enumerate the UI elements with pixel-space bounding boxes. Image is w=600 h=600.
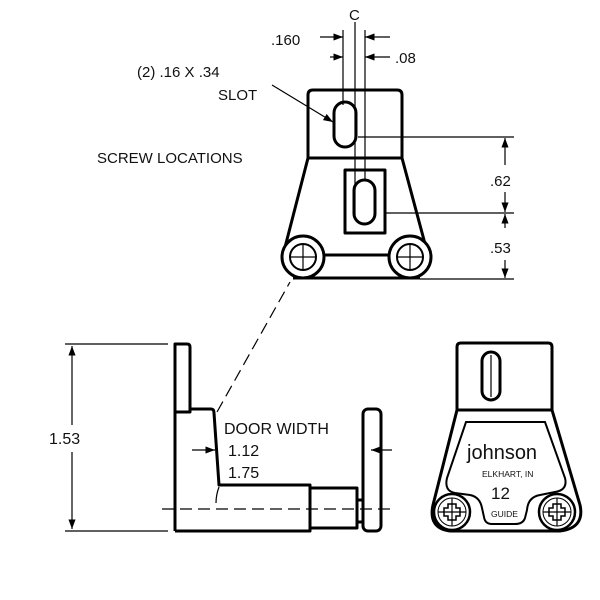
screw-locations-label: SCREW LOCATIONS [97,150,243,167]
centerline-label: C [349,7,360,24]
body [175,407,312,533]
fillet [215,486,220,504]
front-top-plate [455,341,554,410]
screw-left [280,234,326,280]
slot-leader [271,84,334,123]
door-width-2: 1.75 [228,465,259,482]
screw-pocket [343,168,387,235]
label-panel [445,421,567,525]
brand-logo: johnson [466,442,537,464]
slot-label: SLOT [218,87,257,104]
slot-upper [332,100,358,149]
dim-160: .160 [271,32,300,49]
guide-stem [308,486,359,530]
slot-lower [352,178,377,226]
top-view: C .160 .08 (2) .16 X .34 SLOT SCREW LOCA… [97,7,514,280]
dim-08: .08 [395,50,416,67]
phillips-screw-left [432,492,472,532]
front-view: johnson ELKHART, IN 12 GUIDE [430,341,583,533]
screw-right [387,234,433,280]
slot-note: (2) .16 X .34 [137,64,220,81]
door-width-label: DOOR WIDTH [224,421,329,438]
side-view: 1.53 DOOR WIDTH 1.12 1.75 [49,342,392,533]
dim-53: .53 [490,240,511,257]
guide-plate [361,407,383,533]
front-slot [480,350,502,402]
dim-62: .62 [490,173,511,190]
door-width-1: 1.12 [228,443,259,460]
bracket-top-plate [306,88,404,158]
projection-line [216,281,291,413]
height-dim: 1.53 [49,431,80,448]
back-tab [173,342,192,531]
model-label: GUIDE [491,509,518,519]
phillips-screw-right [537,492,577,532]
model-number: 12 [491,484,510,503]
location-text: ELKHART, IN [482,469,533,479]
